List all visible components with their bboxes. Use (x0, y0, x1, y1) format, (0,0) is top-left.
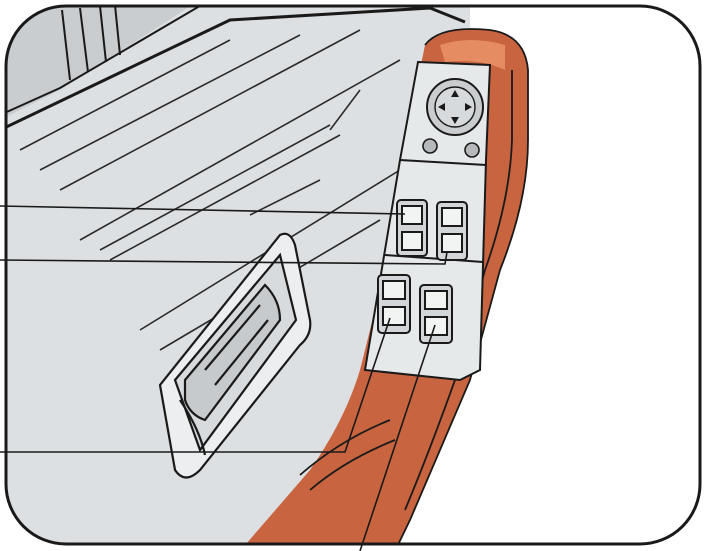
door-scene (0, 0, 528, 551)
rear-right-window-switch[interactable] (420, 285, 452, 343)
front-left-window-switch[interactable] (397, 200, 427, 256)
rear-left-window-switch[interactable] (378, 275, 410, 333)
front-right-window-switch[interactable] (437, 202, 467, 260)
